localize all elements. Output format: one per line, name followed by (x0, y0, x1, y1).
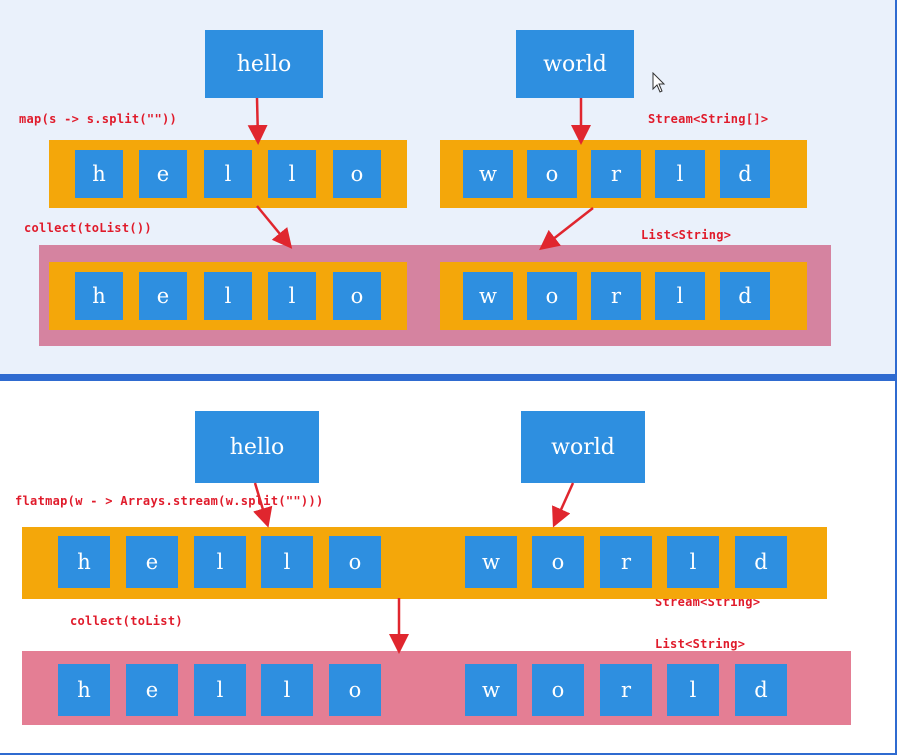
top-list-array-world: w o r l d (440, 262, 807, 330)
char-cell: r (591, 150, 641, 198)
char-cell: l (667, 536, 719, 588)
char-cell: o (329, 536, 381, 588)
list-type-label: List<String> (641, 228, 732, 242)
char-cell: d (735, 664, 787, 716)
char-cell: h (58, 536, 110, 588)
bottom-list-row: h e l l o w o r l d (22, 651, 851, 725)
char-cell: l (268, 150, 316, 198)
char-cell: l (261, 664, 313, 716)
char-cell: e (126, 664, 178, 716)
char-cell: l (268, 272, 316, 320)
char-cell: w (465, 664, 517, 716)
char-cell: d (720, 150, 770, 198)
char-cell: r (591, 272, 641, 320)
char-cell: o (527, 150, 577, 198)
char-cell: o (527, 272, 577, 320)
top-array-world: w o r l d (440, 140, 807, 208)
char-cell: o (333, 272, 381, 320)
flatmap-label: flatmap(w - > Arrays.stream(w.split(""))… (15, 494, 324, 508)
char-cell: o (329, 664, 381, 716)
map-label: map(s -> s.split("")) (19, 112, 178, 126)
char-cell: l (194, 664, 246, 716)
cursor-icon (652, 72, 666, 93)
char-cell: h (58, 664, 110, 716)
char-cell: e (139, 272, 187, 320)
top-word-hello: hello (205, 30, 323, 98)
char-cell: d (735, 536, 787, 588)
char-cell: e (139, 150, 187, 198)
char-cell: l (204, 272, 252, 320)
char-cell: r (600, 536, 652, 588)
section-divider (0, 374, 897, 381)
char-cell: d (720, 272, 770, 320)
list-type-label-bottom: List<String> (655, 637, 746, 651)
char-cell: h (75, 272, 123, 320)
char-cell: o (532, 536, 584, 588)
char-cell: l (655, 150, 705, 198)
char-cell: o (532, 664, 584, 716)
char-cell: l (204, 150, 252, 198)
bottom-stream-row: h e l l o w o r l d (22, 527, 827, 599)
char-cell: w (463, 150, 513, 198)
char-cell: r (600, 664, 652, 716)
bottom-word-hello: hello (195, 411, 319, 483)
collect-label-bottom: collect(toList) (70, 614, 183, 628)
collect-label: collect(toList()) (24, 221, 152, 235)
bottom-word-world: world (521, 411, 645, 483)
char-cell: w (465, 536, 517, 588)
char-cell: l (194, 536, 246, 588)
char-cell: l (261, 536, 313, 588)
char-cell: w (463, 272, 513, 320)
top-list-array-hello: h e l l o (49, 262, 407, 330)
char-cell: l (655, 272, 705, 320)
top-array-hello: h e l l o (49, 140, 407, 208)
char-cell: o (333, 150, 381, 198)
char-cell: l (667, 664, 719, 716)
top-word-world: world (516, 30, 634, 98)
char-cell: h (75, 150, 123, 198)
char-cell: e (126, 536, 178, 588)
stream-array-type-label: Stream<String[]> (648, 112, 769, 126)
